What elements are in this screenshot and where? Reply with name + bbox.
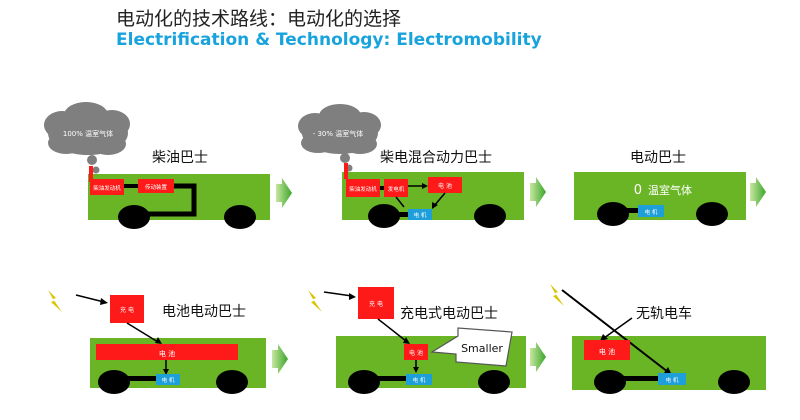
battery-label: 电 池 [438,182,452,190]
power-feed-line [323,291,353,297]
ghg-cloud: 100% 温室气体 [44,102,130,174]
bus-type-label: 电池电动巴士 [162,304,246,320]
direction-arrow [530,177,546,207]
battery-box [584,340,630,360]
engine-box [346,179,380,197]
arrowhead [413,367,419,373]
panel-diesel-bus: 100% 温室气体 柴油巴士 柴油发动机 传动装置 [44,102,292,229]
wheel [98,370,130,394]
arrowhead [422,183,428,189]
arrowhead [600,334,608,341]
drive-shaft [122,376,156,381]
zero-emission-value: 0 [634,183,642,198]
engine-label: 柴油发动机 [349,185,377,193]
wheel [368,204,400,228]
charger-box [110,295,144,323]
panel-trolleybus: 无轨电车 电 池 电 机 [550,284,766,394]
ghg-cloud: - 30% 温室气体 [298,104,381,172]
transmission-label: 传动装置 [145,183,168,191]
exhaust-pipe [89,166,93,182]
arrowhead [432,202,438,209]
wheel [696,202,728,226]
smaller-label: Smaller [461,342,503,355]
direction-arrow [276,178,292,208]
connector [395,196,405,208]
transmission-box [138,179,174,193]
cloud-label: - 30% 温室气体 [313,129,364,138]
battery-label: 电 池 [159,349,175,358]
ghg-label: 温室气体 [648,183,692,197]
panel-charging-bus: 充 电 充电式电动巴士 电 池 电 机 Smaller [308,287,546,394]
generator-box [384,179,408,197]
connector [603,317,633,339]
arrowhead [100,298,108,305]
wheel [118,205,150,229]
arrowhead [403,337,410,344]
direction-arrow [530,342,546,372]
wheel [474,204,506,228]
connector [433,192,446,207]
bus-type-label: 充电式电动巴士 [400,306,498,322]
lightning-icon [550,284,564,306]
engine-link [380,186,384,190]
bus-type-label: 柴电混合动力巴士 [380,150,492,166]
wheel [224,205,256,229]
motor-label: 电 机 [414,211,427,219]
panel-hybrid-bus: - 30% 温室气体 柴电混合动力巴士 柴油发动机 发电机 电 池 电 机 [298,104,546,228]
drive-shaft [612,376,658,381]
lightning-icon [48,290,62,312]
motor-box [638,205,664,217]
wheel [594,370,626,394]
wheel [718,370,750,394]
drive-shaft [378,376,406,381]
battery-box [404,344,428,360]
engine-box [90,179,124,195]
smaller-callout: Smaller [430,327,513,367]
arrowhead [349,293,356,300]
bus-type-label: 电动巴士 [630,150,686,166]
wheel [216,370,248,394]
engine-label: 柴油发动机 [93,184,121,192]
panel-battery-bus: 充 电 电池电动巴士 电 池 电 机 [48,290,288,394]
direction-arrow [750,177,766,207]
charger-box [358,287,394,319]
bus-type-label: 柴油巴士 [152,150,208,166]
motor-box [658,373,686,385]
battery-box [428,177,462,193]
cloud-label: 100% 温室气体 [63,129,113,138]
battery-box [96,344,238,360]
motor-label: 电 机 [645,208,658,216]
bus-type-label: 无轨电车 [636,305,692,322]
motor-box [156,374,180,385]
wheel [478,370,510,394]
slide-subtitle: Electrification & Technology: Electromob… [116,30,542,50]
connector [377,318,407,342]
motor-box [406,374,432,385]
motor-label: 电 机 [413,376,426,384]
charger-label: 充 电 [369,300,383,308]
direction-arrow [272,344,288,374]
battery-label: 电 池 [409,349,423,357]
slide-title: 电动化的技术路线：电动化的选择 [116,8,402,30]
motor-box [408,209,432,220]
wheel [597,202,629,226]
power-feed-line [75,294,105,303]
panel-electric-bus: 电动巴士 0 温室气体 电 机 [574,150,766,226]
engine-link [124,184,138,188]
wheel [348,370,380,394]
connector [126,322,159,343]
lightning-icon [308,290,322,312]
arrowhead [163,369,169,375]
exhaust-pipe [344,163,348,179]
drive-shaft [148,183,197,217]
generator-label: 发电机 [388,185,405,193]
motor-label: 电 机 [162,376,175,384]
motor-label: 电 机 [666,376,679,384]
arrowhead [155,337,162,344]
battery-label: 电 池 [599,347,615,356]
charger-label: 充 电 [120,306,134,314]
